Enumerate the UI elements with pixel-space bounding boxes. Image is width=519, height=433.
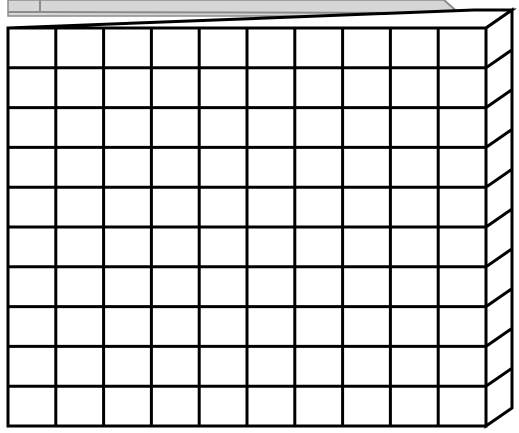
flat-front-grid	[8, 28, 486, 426]
flat-side-face	[486, 10, 512, 426]
